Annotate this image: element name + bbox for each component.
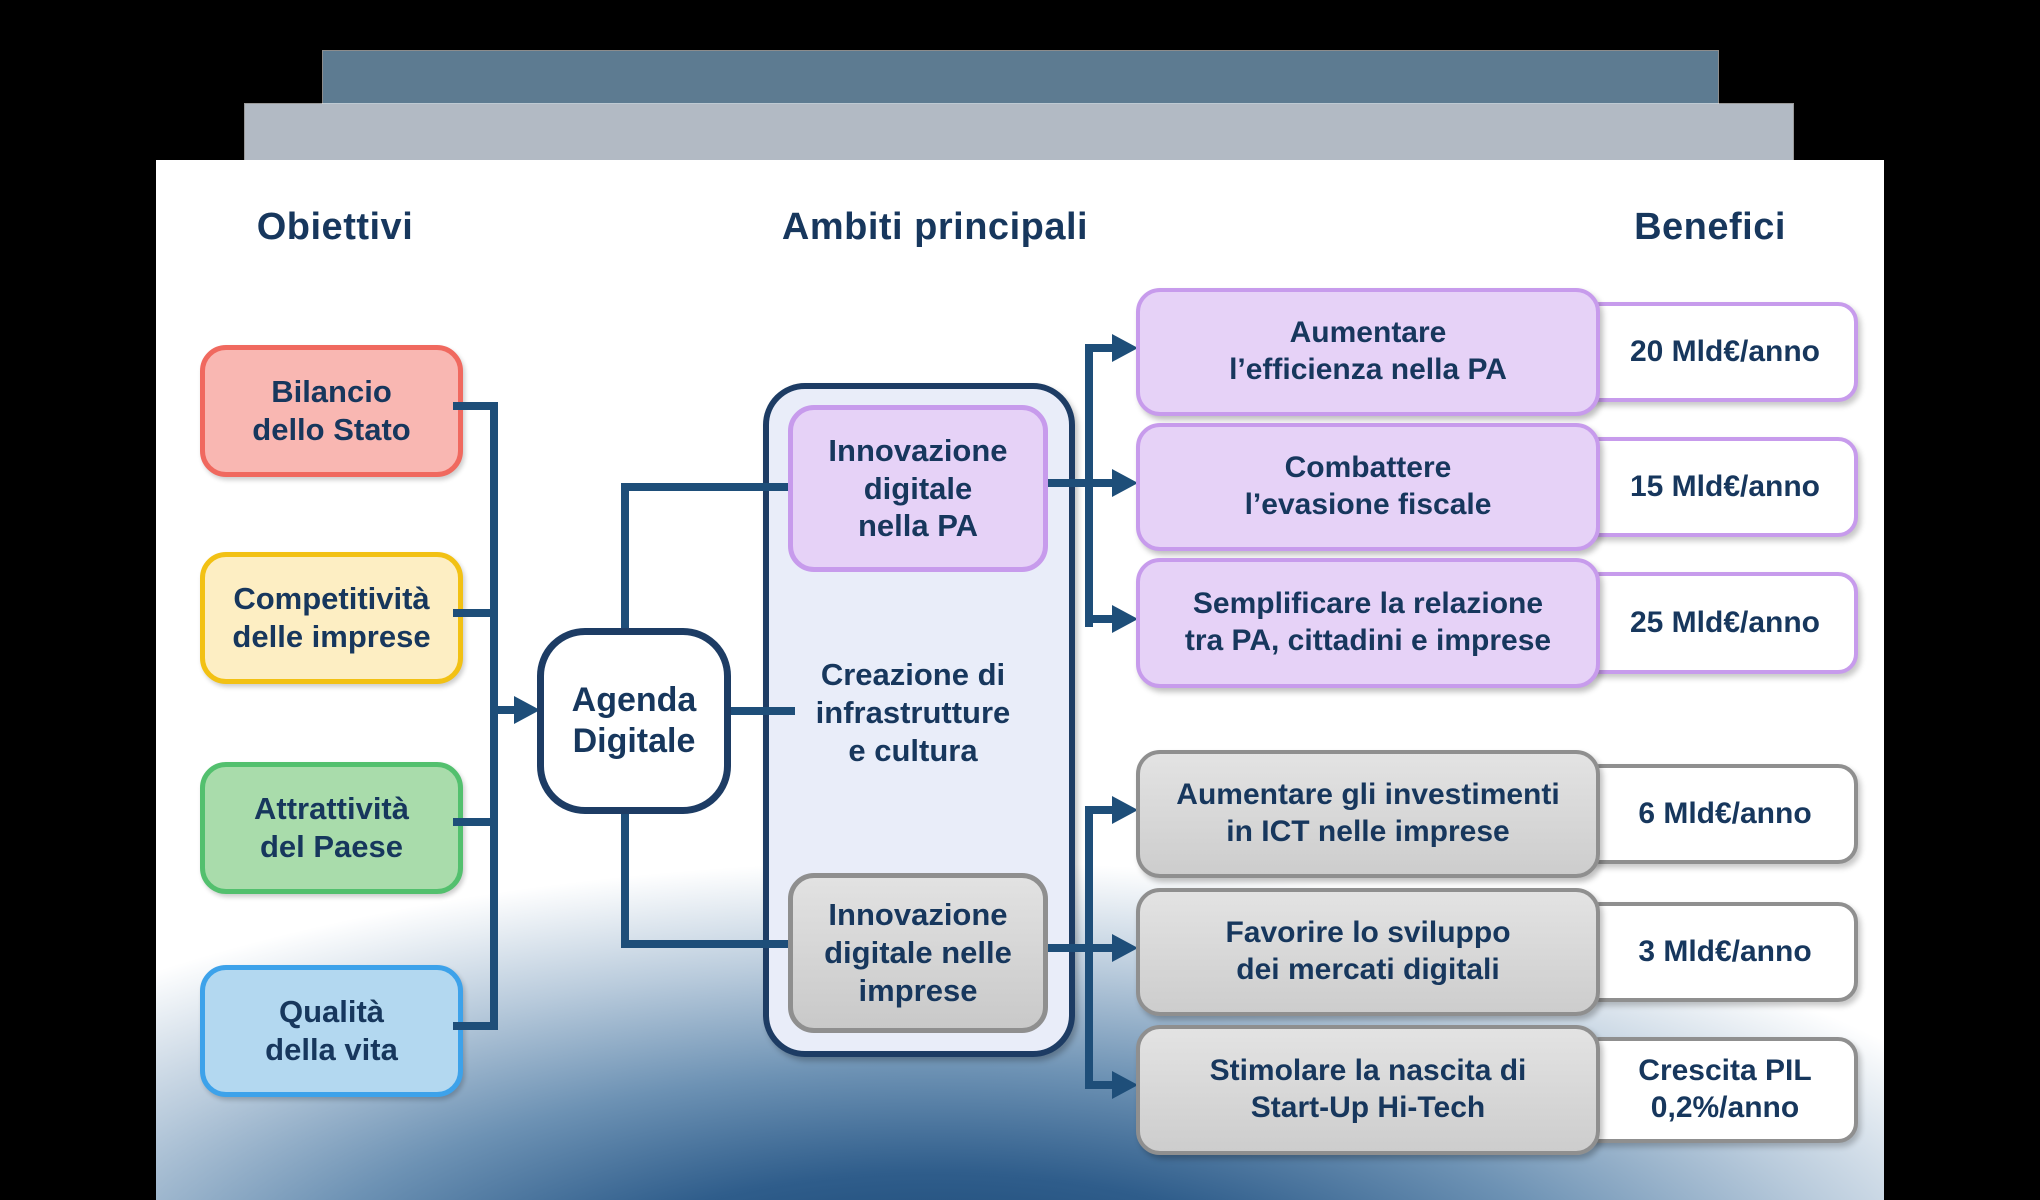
arrowhead [1112, 469, 1138, 497]
connector-line [1038, 479, 1116, 487]
hub-label: Agenda Digitale [571, 680, 697, 760]
connector-line [453, 609, 497, 617]
connector-line [490, 706, 518, 714]
objective-label: Bilancio dello Stato [252, 374, 411, 447]
arrowhead [1112, 334, 1138, 362]
arrowhead-into-hub [514, 696, 540, 724]
value-text: 15 Mld€/anno [1629, 469, 1821, 503]
connector-line [453, 1022, 497, 1030]
connector-line [717, 707, 795, 715]
connector-line [490, 402, 498, 1030]
connector-line [453, 402, 497, 410]
objective-label: Competitività delle imprese [232, 581, 431, 654]
area-innovazione-pa: Innovazione digitale nella PA [788, 405, 1048, 572]
arrowhead [1112, 1071, 1138, 1099]
connector-line [1037, 944, 1117, 952]
connector-line [1093, 1081, 1117, 1089]
connector-line [1093, 615, 1117, 623]
benefit-label: Aumentare l’efficienza nella PA [1229, 316, 1507, 386]
value-text: 25 Mld€/anno [1629, 605, 1821, 639]
benefit-aumentare-efficienza-pa: Aumentare l’efficienza nella PA [1136, 288, 1600, 416]
objective-attrattivita-paese: Attrattività del Paese [200, 762, 463, 894]
connector-line [453, 818, 497, 826]
connector-line [1093, 806, 1117, 814]
hub-agenda-digitale: Agenda Digitale [537, 628, 731, 814]
benefit-mercati-digitali: Favorire lo sviluppo dei mercati digital… [1136, 888, 1600, 1016]
area-label: Innovazione digitale nella PA [828, 432, 1008, 544]
connector-line [621, 487, 629, 632]
connector-line [621, 483, 793, 491]
benefit-investimenti-ict: Aumentare gli investimenti in ICT nelle … [1136, 750, 1600, 878]
area-label: Creazione di infrastrutture e cultura [815, 657, 1011, 768]
benefit-label: Aumentare gli investimenti in ICT nelle … [1176, 778, 1560, 848]
deck-bar-top [323, 51, 1718, 104]
benefit-value: Crescita PIL 0,2%/anno [1580, 1037, 1858, 1143]
header-areas: Ambiti principali [781, 206, 1089, 248]
connector-line [1093, 344, 1117, 352]
benefit-value: 20 Mld€/anno [1580, 302, 1858, 402]
benefit-label: Favorire lo sviluppo dei mercati digital… [1225, 916, 1511, 986]
benefit-value: 6 Mld€/anno [1580, 764, 1858, 864]
connector-line [1085, 806, 1093, 1089]
objective-competitivita-imprese: Competitività delle imprese [200, 552, 463, 684]
area-creazione-infrastrutture: Creazione di infrastrutture e cultura [773, 648, 1053, 778]
arrowhead [1112, 605, 1138, 633]
objective-qualita-vita: Qualità della vita [200, 965, 463, 1097]
objective-label: Qualità della vita [265, 994, 398, 1067]
benefit-label: Combattere l’evasione fiscale [1244, 451, 1492, 521]
benefit-startup-hitech: Stimolare la nascita di Start-Up Hi-Tech [1136, 1025, 1600, 1155]
value-text: 20 Mld€/anno [1629, 334, 1821, 368]
value-text: 3 Mld€/anno [1638, 934, 1812, 968]
deck-bar-middle [245, 104, 1793, 160]
area-innovazione-imprese: Innovazione digitale nelle imprese [788, 873, 1048, 1033]
objective-label: Attrattività del Paese [253, 791, 409, 864]
connector-line [621, 940, 793, 948]
value-text: 6 Mld€/anno [1638, 796, 1812, 830]
benefit-label: Stimolare la nascita di Start-Up Hi-Tech [1209, 1054, 1527, 1124]
benefit-semplificare-relazione: Semplificare la relazione tra PA, cittad… [1136, 558, 1600, 688]
objective-bilancio-stato: Bilancio dello Stato [200, 345, 463, 477]
benefit-combattere-evasione: Combattere l’evasione fiscale [1136, 423, 1600, 551]
benefit-value: 25 Mld€/anno [1580, 572, 1858, 674]
header-objectives: Obiettivi [256, 206, 414, 248]
connector-line [621, 796, 629, 948]
benefit-value: 15 Mld€/anno [1580, 437, 1858, 537]
arrowhead [1112, 934, 1138, 962]
area-label: Innovazione digitale nelle imprese [824, 897, 1012, 1008]
arrowhead [1112, 796, 1138, 824]
benefit-value: 3 Mld€/anno [1580, 902, 1858, 1002]
header-benefits: Benefici [1634, 206, 1786, 248]
connector-line [1085, 344, 1093, 627]
benefit-label: Semplificare la relazione tra PA, cittad… [1184, 587, 1552, 657]
value-text: Crescita PIL 0,2%/anno [1638, 1054, 1812, 1124]
